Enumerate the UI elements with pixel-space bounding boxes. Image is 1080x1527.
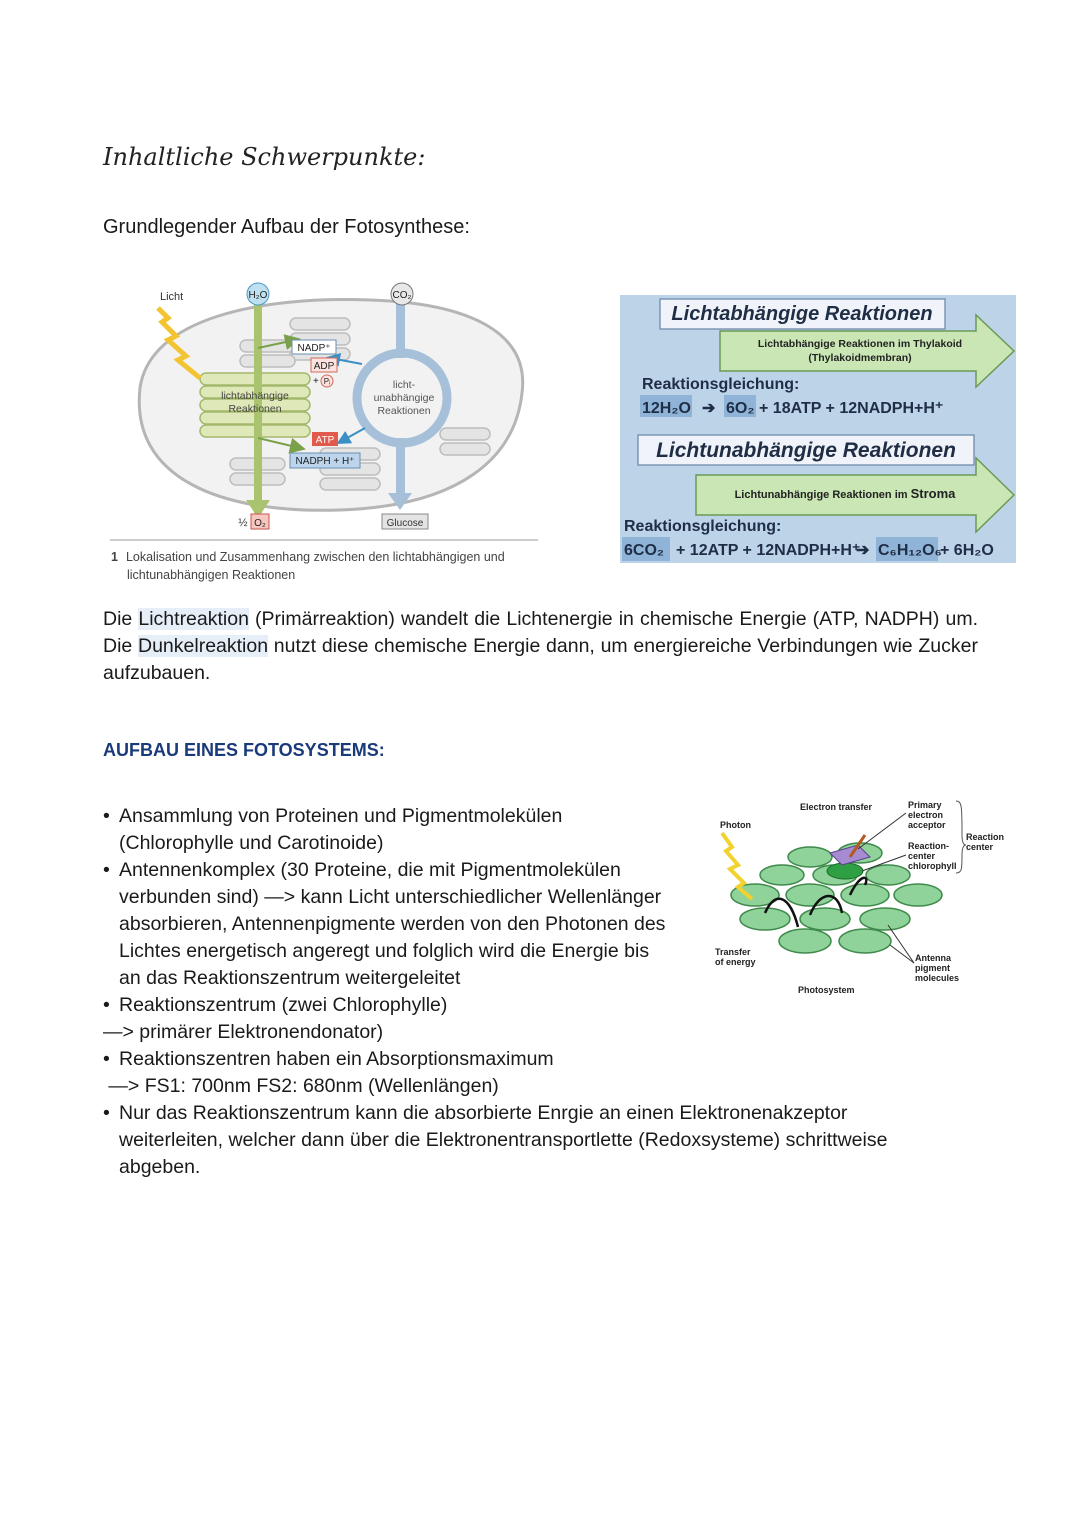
term-dunkelreaktion: Dunkelreaktion [138,635,269,657]
svg-text:center: center [908,851,936,861]
eq1-arrow: ➔ [702,400,716,417]
label-half: ½ [238,517,247,529]
figure-caption: 1 Lokalisation und Zusammenhang zwischen … [111,548,541,584]
svg-text:chlorophyll: chlorophyll [908,861,957,871]
light-bolt [156,306,202,380]
eq1-water: 12H₂O [642,400,691,417]
equation-label-1: Reaktionsgleichung: [642,376,799,393]
label-plus: + [313,376,319,387]
chloroplast-diagram: Licht H₂O CO₂ NADP⁺ ADP + Pᵢ ATP NADPH +… [110,282,538,541]
label-co2: CO₂ [393,290,412,301]
label-lichtunabh-2: unabhängige [374,392,435,404]
arrow-1 [719,313,1016,389]
label-o2: O₂ [254,518,266,529]
arrow1-line2: (Thylakoidmembran) [808,352,911,364]
label-licht: Licht [160,291,183,303]
eq2-arrow: ➔ [856,542,870,559]
label-atp: ATP [316,435,335,446]
page-heading: Inhaltliche Schwerpunkte: [103,143,426,171]
equation-label-2: Reaktionsgleichung: [624,518,781,535]
bullet-list: •Ansammlung von Proteinen und Pigmentmol… [103,803,943,1181]
label-photon: Photon [720,820,751,830]
svg-text:center: center [966,842,994,852]
svg-text:pigment: pigment [915,963,950,973]
photosystem-diagram: Electron transfer Photon Primary electro… [715,800,1004,995]
title-2: Lichtunabhängige Reaktionen [656,439,956,462]
bullet-item: •Antennenkomplex (30 Proteine, die mit P… [103,859,621,881]
caption-line-1: Lokalisation und Zusammenhang zwischen d… [125,550,505,564]
reaction-equation-panel: Lichtabhängige Reaktionen Lichtabhängige… [620,295,1016,563]
eq2-water: + 6H₂O [940,542,994,559]
label-pi: Pᵢ [324,377,331,386]
bullet-item: •Reaktionszentren haben ein Absorptionsm… [103,1048,554,1070]
label-nadp: NADP⁺ [297,343,330,354]
label-nadph: NADPH + H⁺ [296,456,355,467]
eq2-glucose: C₆H₁₂O₆ [878,542,942,559]
water-arrow [254,303,262,513]
label-lichtunabh-1: licht- [393,379,416,391]
label-antenna: Antenna [915,953,952,963]
title-1: Lichtabhängige Reaktionen [671,303,932,325]
label-rc-chlorophyll: Reaction- [908,841,949,851]
section-title: AUFBAU EINES FOTOSYSTEMS: [103,740,385,760]
label-transfer-of-energy: Transfer [715,947,751,957]
intro-paragraph: Die Lichtreaktion (Primärreaktion) wande… [103,608,978,684]
label-electron-transfer: Electron transfer [800,802,873,812]
eq2-reactants: + 12ATP + 12NADPH+H⁺ [676,542,860,559]
label-reaction-center: Reaction [966,832,1004,842]
eq1-products: + 18ATP + 12NADPH+H⁺ [759,400,943,417]
label-lichtabh-2: Reaktionen [228,403,281,415]
bullet-item: •Ansammlung von Proteinen und Pigmentmol… [103,805,563,827]
label-glucose: Glucose [387,518,424,529]
term-lichtreaktion: Lichtreaktion [138,608,249,630]
arrow2-text: Lichtunabhängige Reaktionen im Stroma [735,486,957,501]
figure-number: 1 [111,550,118,564]
svg-text:electron: electron [908,810,943,820]
label-primary: Primary [908,800,942,810]
title-box-1 [659,298,946,330]
title-box-2 [637,434,975,466]
bullet-item: •Nur das Reaktionszentrum kann die absor… [103,1102,848,1124]
eq2-co2: 6CO₂ [624,542,664,559]
label-photosystem: Photosystem [798,985,855,995]
arrow-2 [695,456,1016,534]
section-subheading: Grundlegender Aufbau der Fotosynthese: [103,216,470,238]
electron-transfer-arrow [848,834,867,858]
bullet-item: •Reaktionszentrum (zwei Chlorophylle) [103,994,448,1016]
caption-line-2: lichtunabhängigen Reaktionen [127,568,296,582]
svg-text:acceptor: acceptor [908,820,946,830]
eq1-oxygen: 6O₂ [726,400,754,417]
svg-text:of energy: of energy [715,957,756,967]
label-lichtabh-1: lichtabhängige [221,390,289,402]
arrow1-line1: Lichtabhängige Reaktionen im Thylakoid [758,338,962,350]
photon-bolt [720,831,754,901]
svg-text:molecules: molecules [915,973,959,983]
label-lichtunabh-3: Reaktionen [377,405,430,417]
label-h2o: H₂O [249,290,268,301]
reaction-center [826,862,864,880]
label-adp: ADP [314,361,335,372]
